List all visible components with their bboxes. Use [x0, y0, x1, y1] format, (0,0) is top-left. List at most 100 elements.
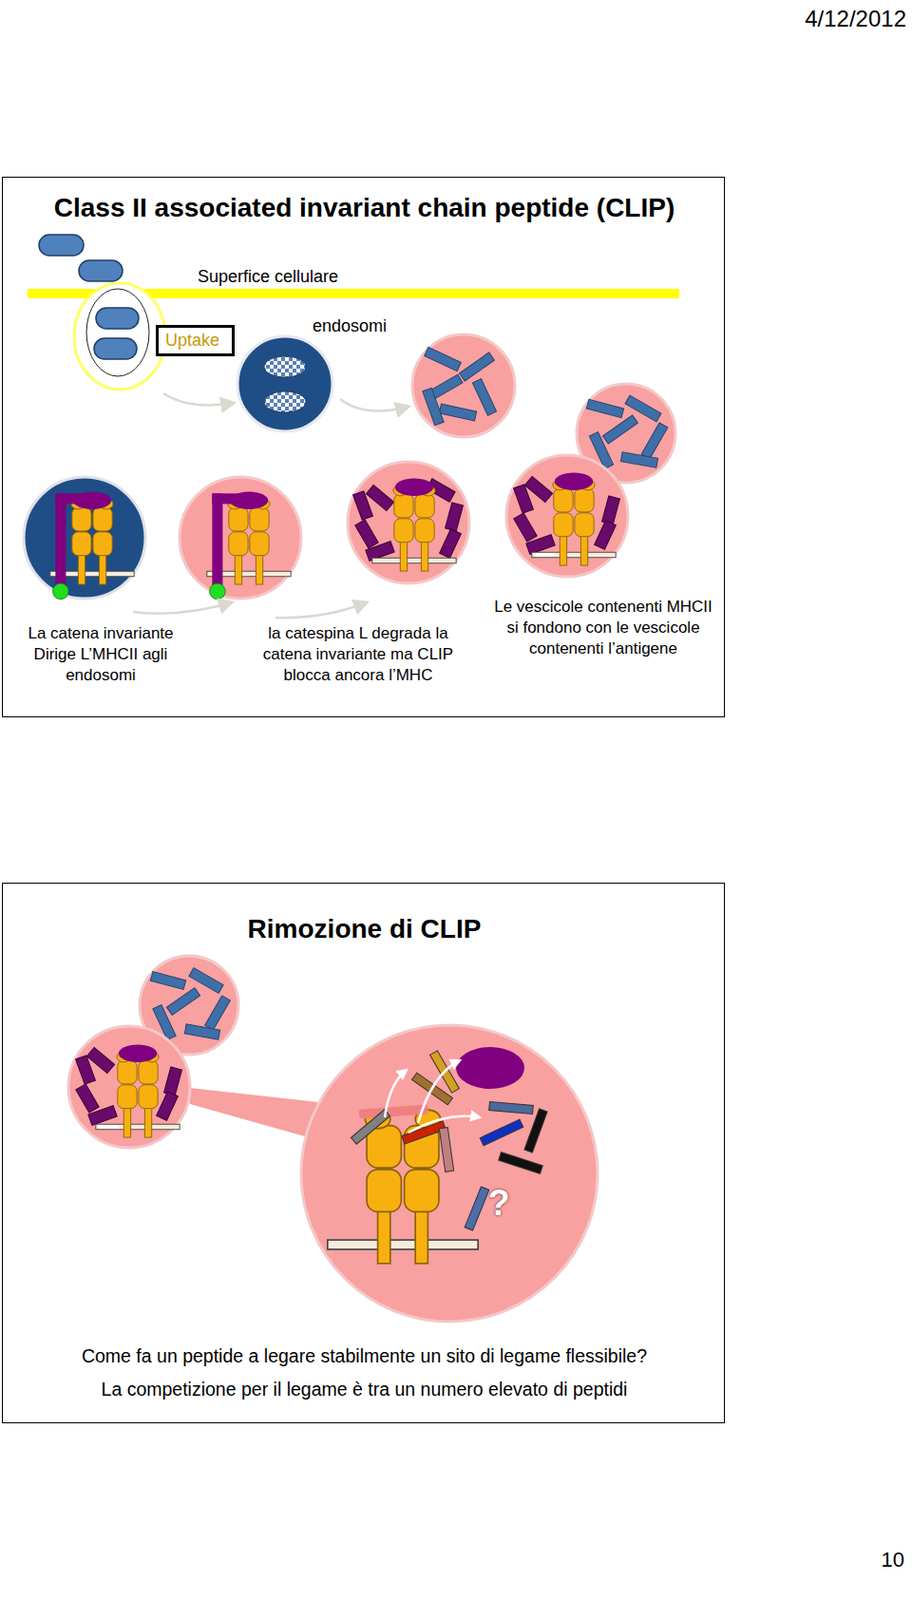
competing-peptide [498, 1152, 544, 1175]
mhc-class-ii [50, 492, 134, 600]
fusing-endosome [506, 455, 628, 577]
invariant-chain-fragment [365, 484, 394, 511]
lower-domain [394, 518, 414, 543]
mhc-class-ii [327, 1104, 478, 1264]
competing-peptide [524, 1108, 548, 1153]
invariant-chain [211, 493, 223, 588]
transmembrane-stalk [420, 541, 428, 571]
invariant-chain-fragment [355, 519, 379, 549]
endosome [23, 476, 146, 599]
upper-domain [415, 494, 435, 518]
membrane [532, 551, 616, 558]
competing-peptide [438, 1127, 454, 1173]
membrane-anchor [53, 583, 70, 600]
lower-domain [574, 513, 594, 537]
invariant-chain [55, 493, 66, 588]
endosome [347, 461, 470, 584]
antigen-fragment [586, 399, 624, 418]
invariant-chain [211, 493, 247, 504]
upper-domain [93, 507, 113, 532]
pale-arrow [340, 399, 409, 412]
exchange-arrow [384, 1069, 407, 1118]
bound-peptide [359, 1104, 429, 1120]
antigen-fragment [166, 988, 200, 1016]
clip-peptide [118, 1045, 157, 1063]
mhc-class-ii [95, 1045, 180, 1139]
date: 4/12/2012 [722, 3, 907, 34]
lower-domain [72, 532, 92, 556]
slide-frame: Rimozione di CLIPCome fa un peptide a le… [1, 882, 725, 1424]
antigen [94, 338, 137, 360]
antigen-fragment [184, 1024, 220, 1040]
antigen-fragment [150, 971, 186, 990]
transmembrane-stalk [77, 554, 85, 585]
upper-domain [117, 1060, 137, 1084]
early-endosome [237, 336, 333, 432]
membrane-gap [535, 552, 555, 557]
transmembrane-stalk [123, 1107, 131, 1138]
antigen [38, 234, 84, 256]
invariant-chain-fragment [513, 513, 537, 542]
upper-domain [394, 494, 414, 518]
lower-domain [249, 532, 269, 556]
antigen [95, 307, 139, 329]
invariant-chain-fragment [86, 1046, 114, 1073]
endosome [179, 476, 302, 599]
invariant-chain [55, 493, 91, 504]
mhc-class-ii [532, 473, 616, 567]
clip-peptide [554, 473, 593, 491]
released-clip [456, 1046, 525, 1089]
lower-domain [117, 1084, 137, 1109]
step-caption: la catespina L degrada la catena invaria… [245, 623, 472, 686]
antigen-fragment [424, 346, 462, 371]
invariant-chain-fragment [602, 495, 621, 525]
upper-domain [553, 488, 573, 513]
step-caption: Le vescicole contenenti MHCII si fondono… [486, 596, 721, 660]
lower-domain [415, 518, 435, 543]
membrane-gap [99, 1124, 119, 1129]
transmembrane-stalk [559, 535, 567, 566]
upper-domain [366, 1125, 401, 1169]
transmembrane-stalk [415, 1210, 428, 1264]
upper-domain [228, 507, 248, 532]
competing-peptide [464, 1186, 490, 1231]
upper-domain [72, 507, 92, 532]
mhc-class-ii [207, 492, 291, 600]
invariant-chain-fragment [156, 1091, 179, 1121]
fusing-endosome [68, 1026, 190, 1148]
mhc-class-ii [372, 478, 456, 572]
process-box: Uptake [155, 324, 235, 357]
uptake-vesicle [74, 283, 166, 390]
transmembrane-stalk [378, 1210, 391, 1264]
page-number: 10 [845, 1546, 905, 1575]
transmembrane-stalk [98, 554, 106, 585]
lower-domain [553, 513, 573, 537]
upper-domain [249, 507, 269, 532]
slide-title: Class II associated invariant chain pept… [12, 190, 717, 225]
transmembrane-stalk [255, 554, 263, 585]
invariant-chain-fragment [439, 529, 462, 558]
lower-domain [93, 532, 113, 556]
upper-domain [574, 488, 594, 513]
checkered-antigen [264, 391, 306, 413]
membrane [95, 1123, 180, 1130]
statement-text: La competizione per il legame è tra un n… [10, 1377, 719, 1401]
pale-arrow [275, 602, 367, 618]
antigen [78, 260, 123, 282]
exchange-arrow [408, 1116, 480, 1133]
lower-domain [366, 1169, 401, 1213]
invariant-chain-fragment [88, 1105, 117, 1126]
pale-arrow [133, 602, 232, 614]
checkered-antigen [264, 356, 306, 378]
invariant-chain-fragment [445, 502, 464, 532]
lower-domain [228, 532, 248, 556]
antigen-fragment [438, 403, 476, 421]
invariant-chain-fragment [594, 520, 617, 550]
antigen-fragment [205, 995, 231, 1030]
region-label: endosomi [292, 315, 407, 338]
transmembrane-stalk [399, 541, 407, 571]
region-label: Superfice cellulare [187, 266, 349, 288]
membrane [372, 557, 456, 564]
uptake-label: Uptake [165, 330, 226, 351]
transmembrane-stalk [580, 535, 588, 566]
